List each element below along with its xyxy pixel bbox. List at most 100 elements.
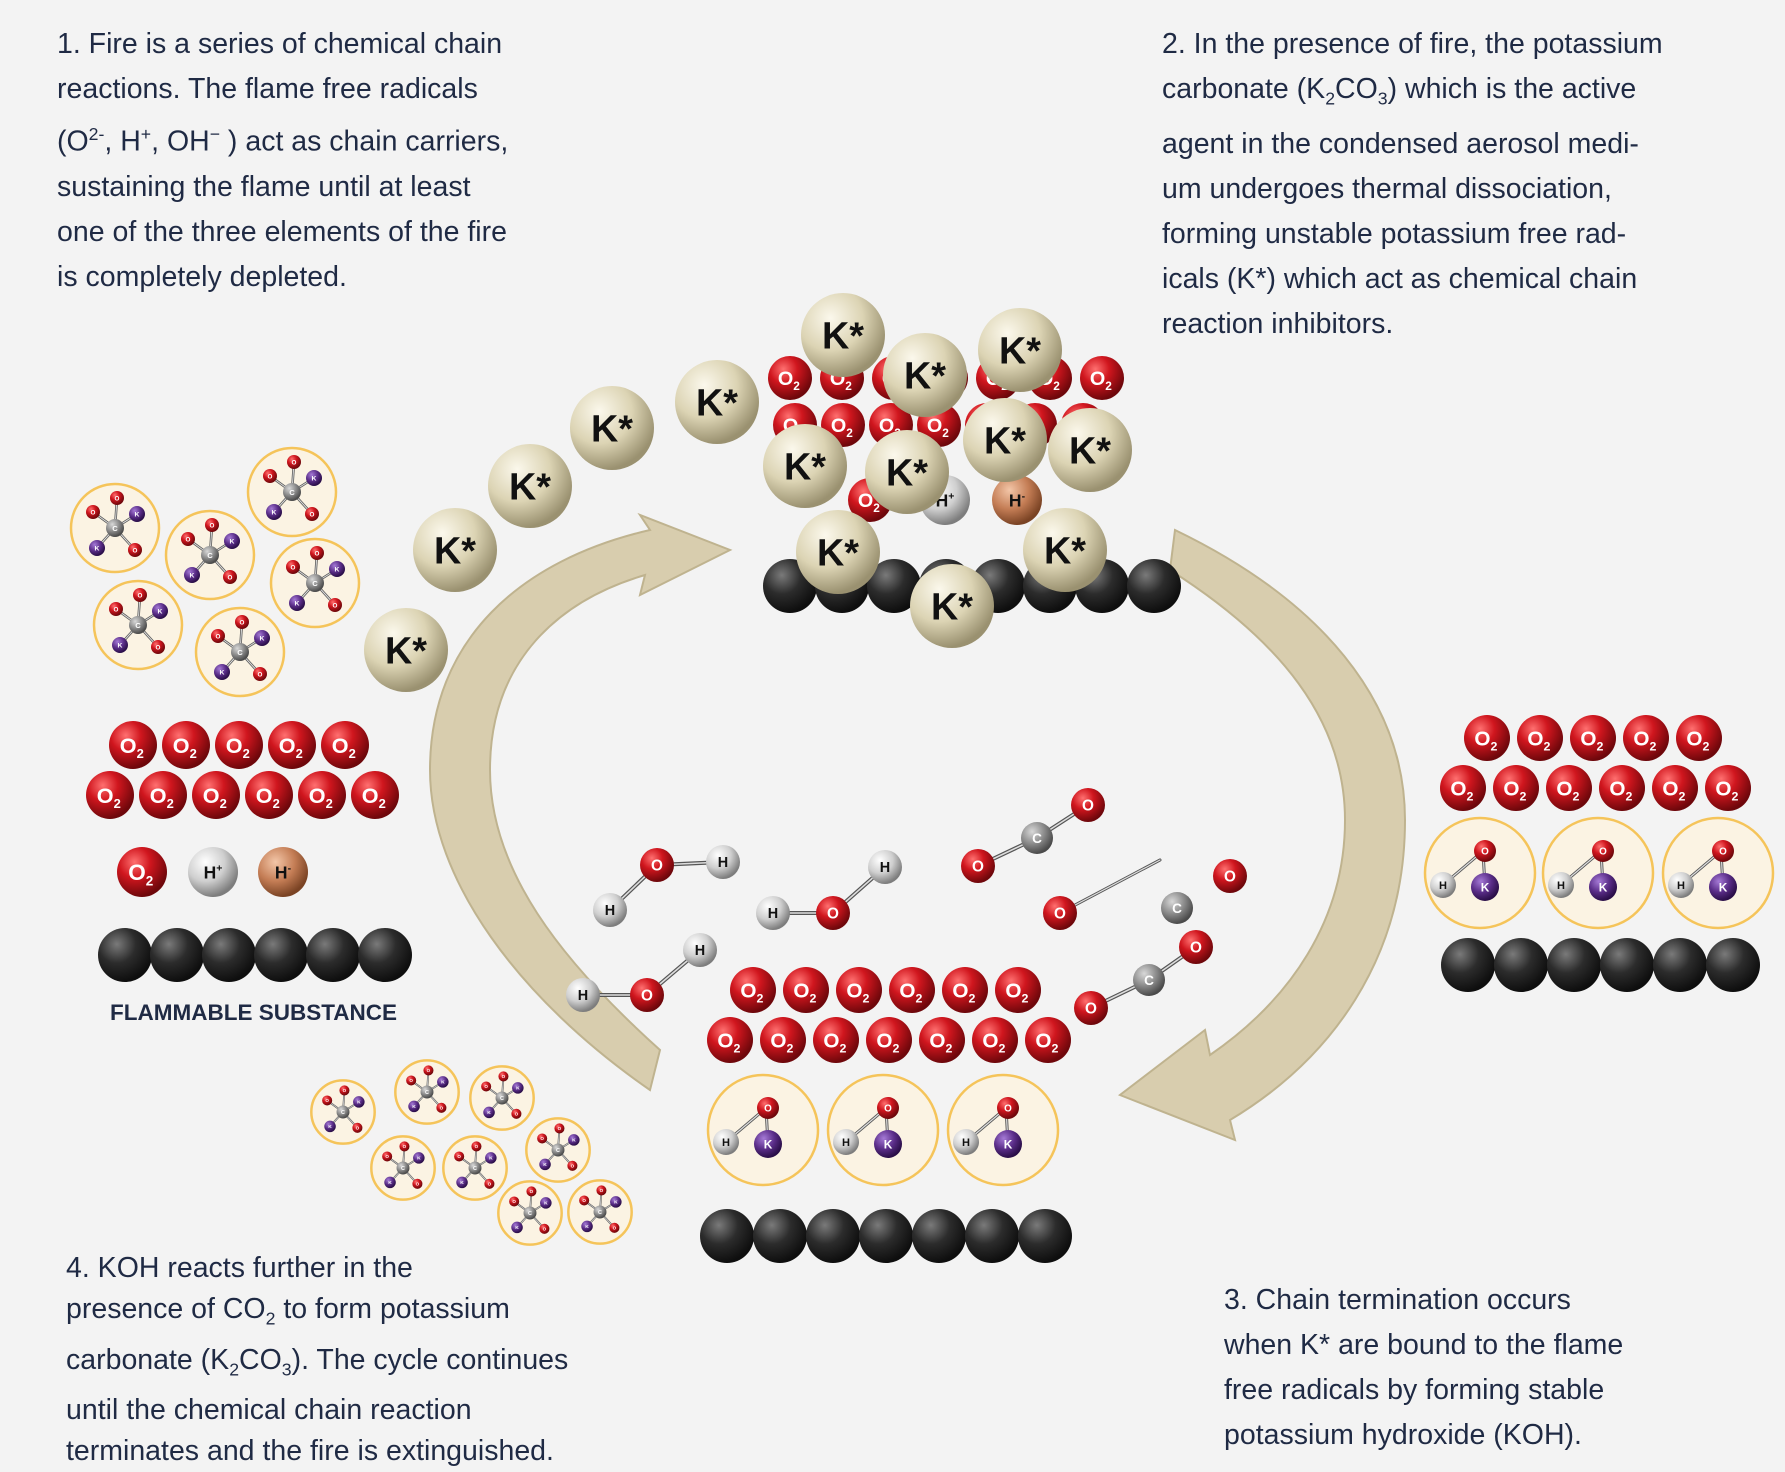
hydrogen-atom — [1668, 872, 1694, 898]
oxygen-atom — [328, 598, 342, 612]
substance-particle — [202, 928, 256, 982]
oxygen-atom — [1179, 930, 1213, 964]
oxygen-atom — [436, 1102, 447, 1113]
atom-label: O — [457, 1154, 461, 1159]
hydrogen-atom — [713, 1129, 739, 1155]
atom-label: O — [210, 522, 215, 529]
substance-particle — [1494, 938, 1548, 992]
caption-line: agent in the condensed aerosol medi- — [1162, 127, 1639, 160]
potassium-radical — [1048, 408, 1132, 492]
potassium-atom — [512, 1082, 524, 1094]
koh-ring — [706, 1073, 820, 1187]
oxygen-molecule — [117, 847, 167, 897]
atom-label: H — [880, 860, 890, 876]
atom-label: K — [764, 1137, 773, 1151]
atom-label: C — [556, 1148, 560, 1154]
oxygen-atom — [109, 602, 123, 616]
oxygen-atom — [1074, 991, 1108, 1025]
atom-label: O — [186, 536, 191, 543]
potassium-atom — [152, 603, 168, 619]
koh-ring — [826, 1073, 940, 1187]
oxygen-atom — [205, 518, 219, 532]
carbon-atom — [420, 1085, 434, 1099]
atom-label: C — [289, 488, 295, 497]
oxygen-molecule — [1493, 765, 1539, 811]
atom-label: O — [440, 1105, 444, 1110]
atom-label: K — [417, 1156, 421, 1162]
oxygen-molecule — [1599, 765, 1645, 811]
atom-label: K* — [886, 453, 928, 495]
hydride-anion — [258, 847, 308, 897]
atom-label: K — [272, 509, 277, 516]
atom-label: K* — [1069, 431, 1111, 473]
atom-label: C — [598, 1210, 602, 1216]
atom-label: H — [1439, 880, 1447, 892]
potassium-atom — [214, 664, 230, 680]
flammable-substance-label: FLAMMABLE SUBSTANCE — [110, 1000, 397, 1025]
substance-particle — [1127, 559, 1181, 613]
potassium-atom — [456, 1176, 468, 1189]
caption-line: potassium hydroxide (KOH). — [1224, 1419, 1582, 1451]
koh-ring — [1541, 816, 1655, 930]
caption-line: terminates and the fire is extinguished. — [66, 1435, 554, 1468]
atom-label: K — [158, 608, 163, 615]
oxygen-atom — [961, 849, 995, 883]
potassium-radical — [364, 608, 448, 692]
potassium-atom — [754, 1130, 782, 1158]
oxygen-molecule — [1546, 765, 1592, 811]
atom-label: K — [135, 511, 140, 518]
caption-line: carbonate (K2CO3). The cycle continues — [66, 1343, 569, 1380]
potassium-radical — [910, 564, 994, 648]
atom-label: K* — [1044, 531, 1086, 573]
potassium-atom — [324, 1120, 336, 1133]
atom-label: O — [292, 459, 297, 466]
oxygen-atom — [253, 667, 267, 681]
oxygen-molecule — [1025, 1017, 1071, 1063]
arrow-right-down — [1117, 528, 1407, 1142]
atom-label: K* — [931, 587, 973, 629]
caption-line: (O2-, H+, OH− ) act as chain carriers, — [57, 124, 509, 158]
oxygen-atom — [352, 1122, 363, 1133]
oxygen-atom — [223, 570, 237, 584]
atom-label: O — [1481, 847, 1489, 858]
oxygen-atom — [1213, 859, 1247, 893]
oxygen-molecule — [889, 967, 935, 1013]
atom-label: O — [333, 602, 338, 609]
caption-line: reactions. The flame free radicals — [57, 73, 478, 105]
atom-label: K — [1719, 880, 1728, 894]
atom-label: K* — [984, 421, 1026, 463]
substance-particle — [306, 928, 360, 982]
oxygen-atom — [757, 1097, 779, 1119]
potassium-radical — [675, 360, 759, 444]
atom-label: K — [585, 1224, 589, 1230]
atom-label: O — [1004, 1104, 1012, 1115]
atom-label: O — [409, 1078, 413, 1083]
oxygen-atom — [263, 469, 277, 483]
atom-label: O — [484, 1084, 488, 1089]
substance-particle — [1018, 1209, 1072, 1263]
oxygen-atom — [211, 629, 225, 643]
oxygen-atom — [305, 507, 319, 521]
atom-label: K* — [434, 531, 476, 573]
bond-highlight — [1059, 859, 1161, 914]
caption-line: when K* are bound to the flame — [1224, 1329, 1624, 1361]
carbon-atom — [1021, 822, 1053, 854]
potassium-atom — [540, 1197, 552, 1209]
atom-label: O — [613, 1225, 617, 1230]
substance-particle — [150, 928, 204, 982]
oxygen-molecule — [1676, 715, 1722, 761]
caption-line: forming unstable potassium free rad- — [1162, 217, 1627, 250]
potassium-atom — [254, 630, 270, 646]
oxygen-molecule — [995, 967, 1041, 1013]
atom-label: O — [582, 1198, 586, 1203]
atom-label: O2 — [203, 783, 227, 811]
potassium-atom — [1471, 873, 1499, 901]
atom-label: K — [489, 1156, 493, 1162]
atom-label: O — [91, 509, 96, 516]
atom-label: O — [385, 1154, 389, 1159]
oxygen-atom — [235, 615, 249, 629]
atom-label: C — [500, 1096, 504, 1102]
atom-label: C — [1172, 901, 1182, 916]
caption-line: 3. Chain termination occurs — [1224, 1284, 1571, 1316]
substance-particle — [867, 559, 921, 613]
